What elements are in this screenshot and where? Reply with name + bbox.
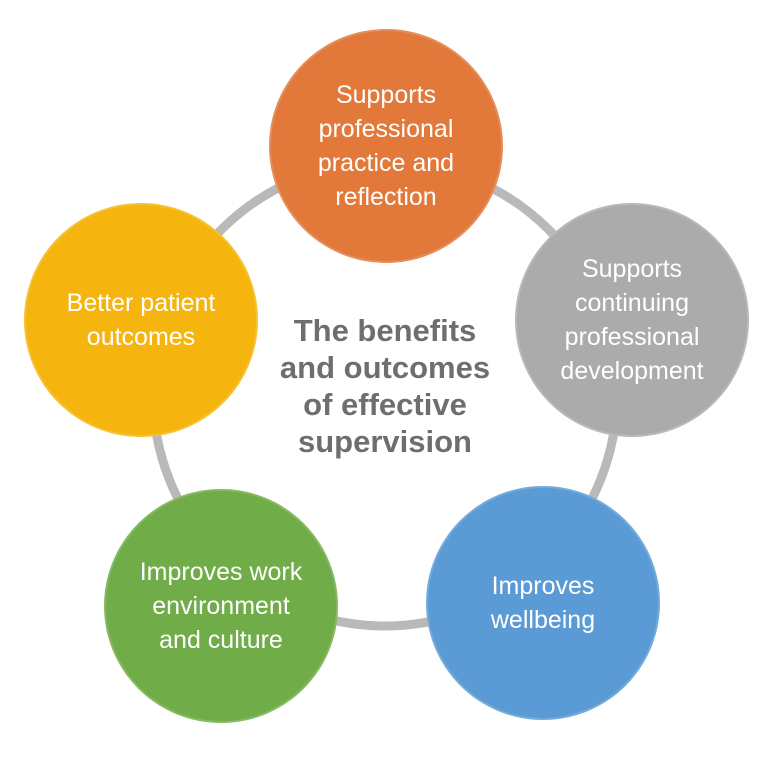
node-supports-continuing-professional-development: Supports continuing professional develop… (515, 203, 749, 437)
node-better-patient-outcomes: Better patient outcomes (24, 203, 258, 437)
node-label-improves-wellbeing: Improves wellbeing (490, 572, 596, 634)
node-improves-wellbeing: Improves wellbeing (426, 486, 660, 720)
node-label-supports-professional-practice: Supports professional practice and refle… (317, 81, 455, 211)
node-label-better-patient-outcomes: Better patient outcomes (66, 289, 216, 351)
diagram-title: The benefits and outcomes of effective s… (279, 313, 491, 459)
node-label-improves-work-environment: Improves work environment and culture (139, 558, 303, 654)
node-improves-work-environment: Improves work environment and culture (104, 489, 338, 723)
node-label-supports-continuing-professional-development: Supports continuing professional develop… (560, 255, 704, 385)
node-supports-professional-practice: Supports professional practice and refle… (269, 29, 503, 263)
